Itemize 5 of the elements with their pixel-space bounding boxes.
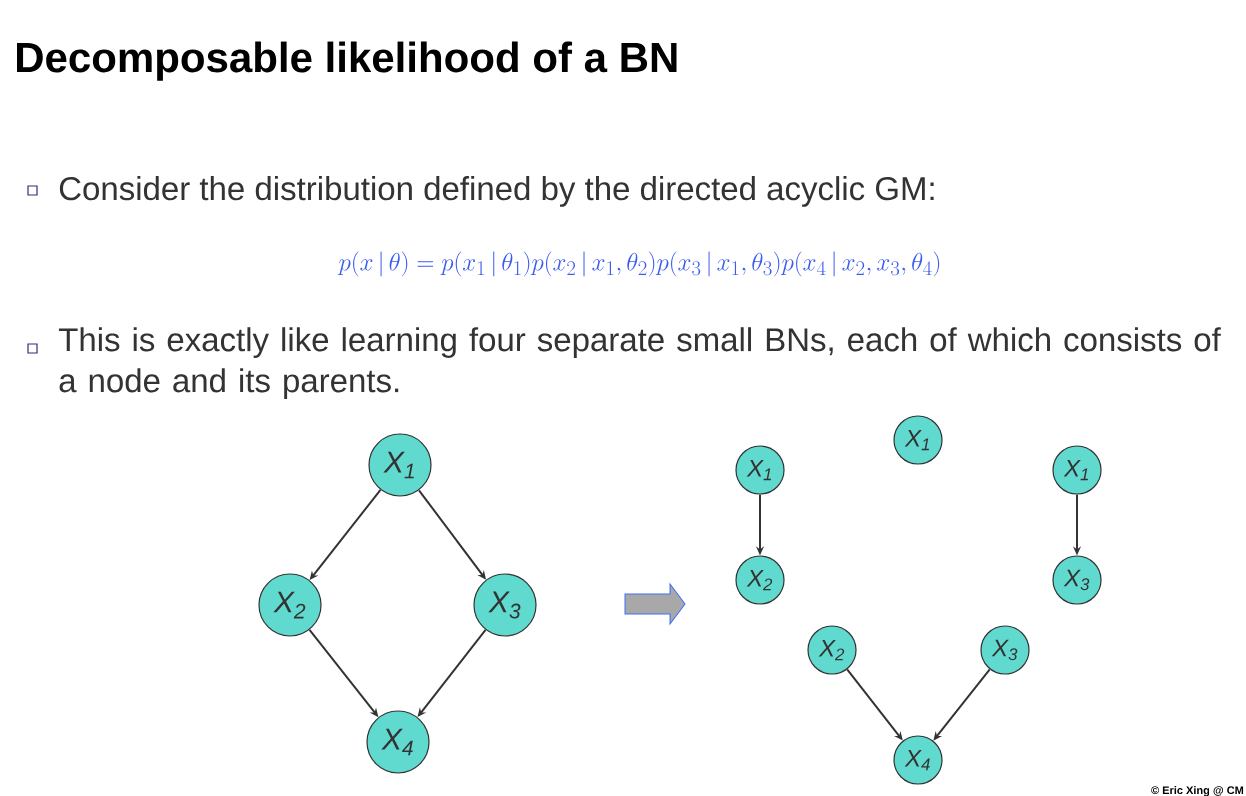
copyright-note: © Eric Xing @ CM xyxy=(1151,786,1244,796)
bullet-text: Consider the distribution defined by the directed acyclic GM: xyxy=(59,176,934,207)
bullet-text: This is exactly like learning four separate small BNs, each of which consists of a node and its parents. xyxy=(58,327,1221,399)
title: Decomposable likelihood of a BN xyxy=(17,41,677,81)
formula: $p(x\,|\,\theta)=p(x_1\,|\,\theta_1)p(x_2\,|\,x_1,\theta_2)p(x_3\,|\,x_1,\theta_3)p(x_4\,|\,x_2,x_3,\theta_4)$ xyxy=(337,251,940,277)
